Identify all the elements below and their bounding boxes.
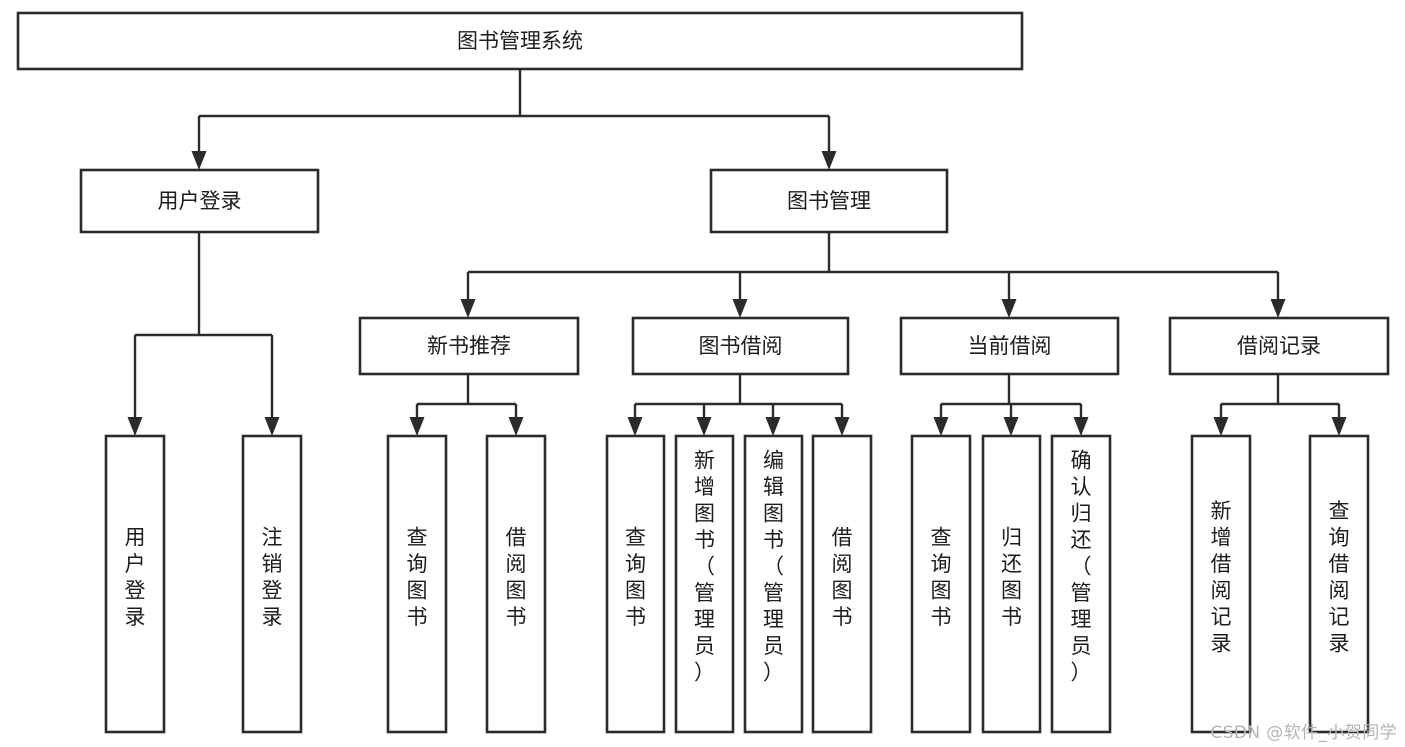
connector-layer [127, 69, 1347, 436]
node-box-borrow-record[interactable] [1168, 316, 1390, 376]
node-leaf-confirm-return-admin[interactable]: 确认归还（管理员） [1050, 434, 1112, 734]
arrow-head-icon [508, 417, 524, 436]
node-box-leaf-confirm-return-admin[interactable] [1050, 434, 1112, 734]
arrow-head-icon [1213, 417, 1229, 436]
node-leaf-add-borrow-record[interactable]: 新增借阅记录 [1190, 434, 1252, 734]
node-box-leaf-borrow-book[interactable] [811, 434, 873, 734]
node-leaf-add-book-admin[interactable]: 新增图书（管理员） [674, 434, 735, 734]
node-box-leaf-query-book-recommend[interactable] [386, 434, 448, 734]
node-label-leaf-borrow-book-recommend: 借阅图书 [506, 525, 527, 629]
arrow-head-icon [460, 299, 476, 318]
node-leaf-query-borrow-record[interactable]: 查询借阅记录 [1308, 434, 1370, 734]
watermark-label: CSDN @软件_小贺同学 [1210, 723, 1397, 743]
node-new-book-recommend[interactable]: 新书推荐 [358, 316, 580, 376]
arrow-head-icon [627, 417, 643, 436]
arrow-head-icon [1270, 299, 1286, 318]
node-leaf-query-book-current[interactable]: 查询图书 [910, 434, 972, 734]
node-box-user-login[interactable] [79, 168, 320, 234]
arrow-head-icon [409, 417, 425, 436]
arrow-head-icon [1003, 417, 1019, 436]
connector-group [933, 374, 1089, 436]
arrow-head-icon [127, 417, 143, 436]
node-leaf-user-logout[interactable]: 注销登录 [241, 434, 303, 734]
node-box-leaf-query-borrow-record[interactable] [1308, 434, 1370, 734]
node-label-leaf-return-book: 归还图书 [1001, 525, 1022, 629]
node-box-new-book-recommend[interactable] [358, 316, 580, 376]
node-label-new-book-recommend: 新书推荐 [427, 334, 511, 358]
connector-group [409, 374, 524, 436]
node-label-leaf-user-login: 用户登录 [125, 525, 146, 629]
connector-group [460, 232, 1286, 318]
node-box-leaf-add-book-admin[interactable] [674, 434, 735, 734]
node-label-leaf-query-book-borrow: 查询图书 [625, 525, 646, 629]
node-label-leaf-query-borrow-record: 查询借阅记录 [1329, 499, 1350, 656]
node-label-leaf-query-book-recommend: 查询图书 [407, 525, 428, 629]
arrow-head-icon [933, 417, 949, 436]
node-root[interactable]: 图书管理系统 [16, 11, 1024, 71]
node-label-leaf-borrow-book: 借阅图书 [832, 525, 853, 629]
arrow-head-icon [732, 299, 748, 318]
arrow-head-icon [1073, 417, 1089, 436]
node-label-current-borrow: 当前借阅 [968, 334, 1052, 358]
node-label-leaf-add-book-admin: 新增图书（管理员） [694, 448, 715, 684]
arrow-head-icon [834, 417, 850, 436]
node-label-user-login: 用户登录 [158, 189, 242, 213]
node-box-leaf-borrow-book-recommend[interactable] [485, 434, 547, 734]
node-leaf-query-book-recommend[interactable]: 查询图书 [386, 434, 448, 734]
node-label-leaf-add-borrow-record: 新增借阅记录 [1211, 499, 1232, 656]
node-leaf-borrow-book[interactable]: 借阅图书 [811, 434, 873, 734]
node-label-leaf-edit-book-admin: 编辑图书（管理员） [763, 448, 784, 684]
node-leaf-user-login[interactable]: 用户登录 [104, 434, 166, 734]
node-box-book-manage[interactable] [709, 168, 949, 234]
node-label-book-borrow: 图书借阅 [699, 334, 783, 358]
node-leaf-return-book[interactable]: 归还图书 [981, 434, 1042, 734]
node-box-leaf-query-book-current[interactable] [910, 434, 972, 734]
node-box-leaf-query-book-borrow[interactable] [605, 434, 666, 734]
node-label-borrow-record: 借阅记录 [1237, 334, 1321, 358]
node-box-leaf-return-book[interactable] [981, 434, 1042, 734]
node-user-login[interactable]: 用户登录 [79, 168, 320, 234]
node-box-current-borrow[interactable] [899, 316, 1120, 376]
connector-group [191, 69, 837, 170]
node-label-book-manage: 图书管理 [787, 189, 871, 213]
node-leaf-borrow-book-recommend[interactable]: 借阅图书 [485, 434, 547, 734]
node-book-borrow[interactable]: 图书借阅 [631, 316, 850, 376]
node-box-book-borrow[interactable] [631, 316, 850, 376]
node-leaf-query-book-borrow[interactable]: 查询图书 [605, 434, 666, 734]
arrow-head-icon [191, 151, 207, 170]
node-book-manage[interactable]: 图书管理 [709, 168, 949, 234]
arrow-head-icon [1331, 417, 1347, 436]
node-layer: 图书管理系统用户登录图书管理新书推荐图书借阅当前借阅借阅记录用户登录注销登录查询… [16, 11, 1390, 734]
node-leaf-edit-book-admin[interactable]: 编辑图书（管理员） [743, 434, 804, 734]
node-label-leaf-confirm-return-admin: 确认归还（管理员） [1071, 448, 1092, 684]
node-current-borrow[interactable]: 当前借阅 [899, 316, 1120, 376]
arrow-head-icon [1001, 299, 1017, 318]
node-label-leaf-query-book-current: 查询图书 [931, 525, 952, 629]
node-box-root[interactable] [16, 11, 1024, 71]
node-box-leaf-edit-book-admin[interactable] [743, 434, 804, 734]
connector-group [127, 232, 280, 436]
node-box-leaf-user-login[interactable] [104, 434, 166, 734]
node-borrow-record[interactable]: 借阅记录 [1168, 316, 1390, 376]
node-box-leaf-user-logout[interactable] [241, 434, 303, 734]
arrow-head-icon [765, 417, 781, 436]
arrow-head-icon [821, 151, 837, 170]
node-label-leaf-user-logout: 注销登录 [262, 525, 283, 629]
arrow-head-icon [696, 417, 712, 436]
connector-group [627, 374, 850, 436]
connector-group [1213, 374, 1347, 436]
node-box-leaf-add-borrow-record[interactable] [1190, 434, 1252, 734]
node-label-root: 图书管理系统 [457, 29, 583, 53]
arrow-head-icon [264, 417, 280, 436]
